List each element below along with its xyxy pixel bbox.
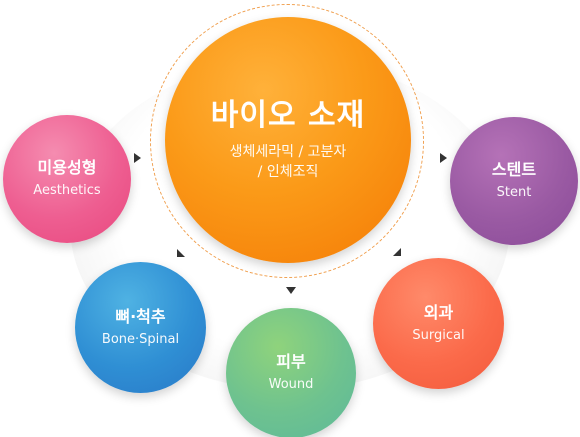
node-aesthetics: 미용성형 Aesthetics xyxy=(3,115,131,243)
node-title: 외과 xyxy=(423,302,454,322)
center-title: 바이오 소재 xyxy=(210,98,366,133)
node-subtitle: Surgical xyxy=(412,327,465,343)
node-title: 스텐트 xyxy=(491,160,537,179)
center-subtitle-line1: 생체세라믹 / 고분자 xyxy=(229,144,347,160)
triangle-arrow-icon xyxy=(393,248,401,256)
node-subtitle: Aesthetics xyxy=(33,183,101,198)
node-title: 미용성형 xyxy=(37,158,97,177)
node-subtitle: Wound xyxy=(268,377,314,392)
center-node-bio-materials: 바이오 소재 생체세라믹 / 고분자 / 인체조직 xyxy=(165,17,411,263)
triangle-arrow-icon xyxy=(177,249,185,257)
triangle-arrow-icon xyxy=(286,287,296,294)
center-subtitle-line2: / 인체조직 xyxy=(257,164,319,180)
node-bone-spinal: 뼈·척추 Bone·Spinal xyxy=(75,262,206,393)
triangle-arrow-icon xyxy=(440,153,447,163)
node-stent: 스텐트 Stent xyxy=(450,117,578,245)
node-wound: 피부 Wound xyxy=(226,308,356,437)
node-subtitle: Bone·Spinal xyxy=(101,331,180,347)
node-surgical: 외과 Surgical xyxy=(373,258,504,389)
center-dashed-ring xyxy=(150,4,424,278)
triangle-arrow-icon xyxy=(134,153,141,163)
node-title: 피부 xyxy=(276,352,306,371)
node-subtitle: Stent xyxy=(496,185,532,200)
node-title: 뼈·척추 xyxy=(115,306,166,326)
